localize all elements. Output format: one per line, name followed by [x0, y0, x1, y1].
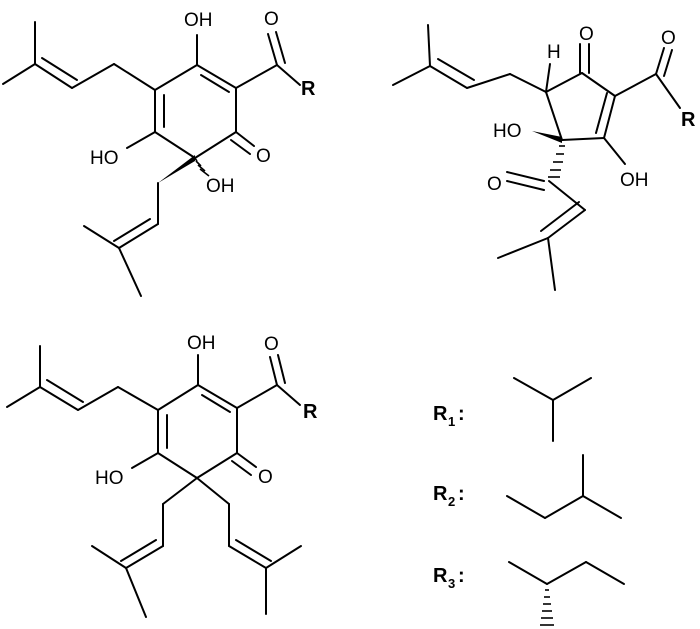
hydroxyl-stereo-label: OH	[206, 176, 235, 197]
hydrogen-label: H	[547, 42, 561, 63]
r3-colon: :	[458, 565, 465, 587]
structure-b: H O O R OH HO O	[392, 24, 696, 291]
substituent-key: R 1 : R 2 : R 3 :	[433, 377, 625, 626]
wedge-bond	[532, 131, 562, 143]
hydroxyl-left-label: HO	[90, 148, 119, 169]
r2-colon: :	[458, 483, 465, 505]
carbonyl-o-label: O	[264, 334, 279, 355]
substituent-r2: R 2 :	[433, 454, 622, 519]
r-group-label: R	[681, 109, 696, 131]
ring-ketone-label: O	[256, 146, 271, 167]
hash-bond	[548, 145, 565, 178]
r2-symbol: R	[433, 483, 448, 505]
structure-c: OH O R O HO	[6, 333, 318, 618]
wedge-bond	[158, 155, 195, 183]
r1-index: 1	[448, 414, 455, 429]
r3-index: 3	[448, 576, 455, 591]
r-group-label: R	[301, 78, 316, 100]
substituent-r1: R 1 :	[433, 377, 592, 442]
hydroxyl-top-label: OH	[184, 10, 213, 31]
ring-ketone-label: O	[258, 467, 273, 488]
hydroxyl-enol-label: OH	[620, 170, 649, 191]
r1-colon: :	[458, 403, 465, 425]
hydroxyl-left-label: HO	[95, 468, 124, 489]
hash-bond	[540, 589, 554, 626]
hash-bond	[193, 156, 210, 177]
r3-symbol: R	[433, 565, 448, 587]
structure-a: OH O R O HO OH	[2, 9, 316, 297]
r-group-label: R	[303, 401, 318, 423]
hydroxyl-stereo-label: HO	[493, 121, 522, 142]
ring-ketone-label: O	[579, 24, 594, 45]
acyl-o-label: O	[487, 174, 502, 195]
r1-symbol: R	[433, 403, 448, 425]
carbonyl-o-label: O	[264, 9, 279, 30]
carbonyl-o-label: O	[661, 28, 676, 49]
r2-index: 2	[448, 494, 455, 509]
hydroxyl-top-label: OH	[187, 333, 216, 354]
substituent-r3: R 3 :	[433, 561, 625, 626]
